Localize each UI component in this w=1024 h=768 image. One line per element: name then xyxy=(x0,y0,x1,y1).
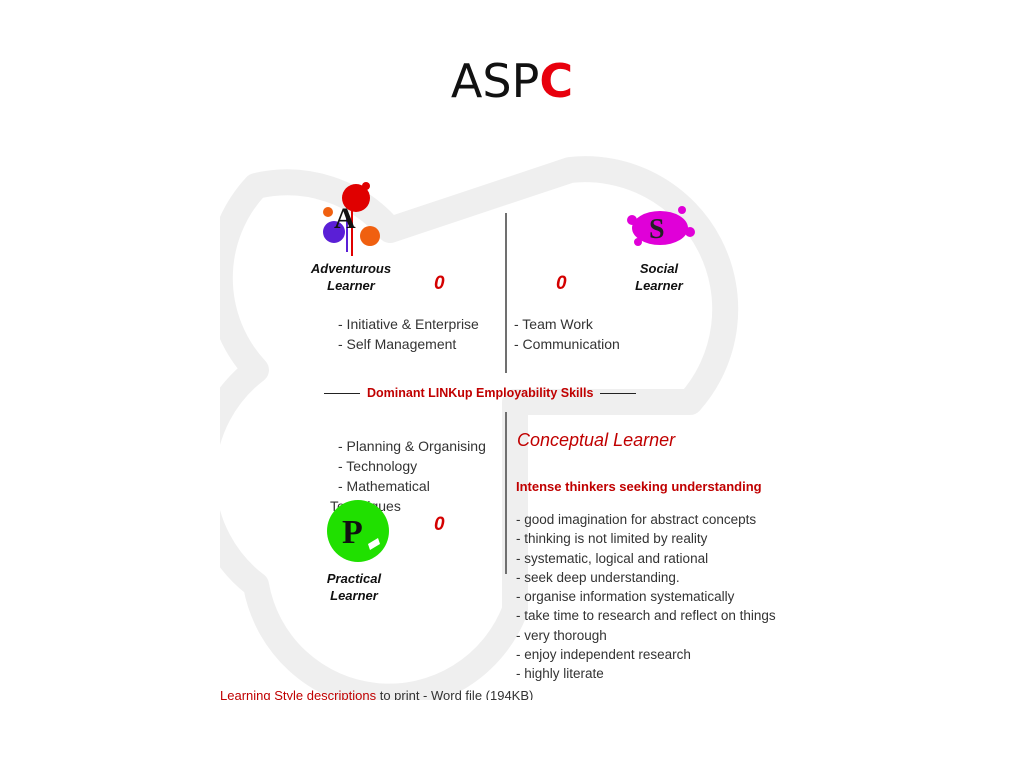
vertical-divider-bottom xyxy=(505,412,507,574)
trait-item: - highly literate xyxy=(516,666,604,682)
social-splat-icon: S xyxy=(627,206,695,246)
footer-download-text: to print - Word file (194KB) xyxy=(376,688,534,700)
social-skills: - Team Work - Communication xyxy=(514,314,620,354)
trait-item: - organise information systematically xyxy=(516,589,735,605)
conceptual-traits-list: - good imagination for abstract concepts… xyxy=(516,510,776,684)
trait-item: - good imagination for abstract concepts xyxy=(516,512,757,527)
dominant-skills-header: Dominant LINKup Employability Skills xyxy=(324,383,637,403)
trait-item: - seek deep understanding. xyxy=(516,569,680,585)
trait-item: - enjoy independent research xyxy=(516,647,691,663)
trait-item: - take time to research and reflect on t… xyxy=(516,608,776,624)
skill-item: - Self Management xyxy=(338,336,457,352)
social-score: 0 xyxy=(556,273,567,294)
practical-circle-icon: P xyxy=(327,500,389,562)
dominant-skills-label: Dominant LINKup Employability Skills xyxy=(367,386,594,400)
practical-score: 0 xyxy=(434,514,445,535)
background-shape xyxy=(220,156,739,700)
skill-item: - Technology xyxy=(338,458,418,474)
trait-item: - very thorough xyxy=(516,627,607,643)
adventurous-skills: - Initiative & Enterprise - Self Managem… xyxy=(338,314,479,354)
adventurous-letter: A xyxy=(334,202,356,235)
learning-style-diagram: A Adventurous Learner 0 - Initiative & E… xyxy=(220,140,810,700)
social-letter: S xyxy=(649,214,665,245)
social-learner-label: Social Learner xyxy=(635,261,683,293)
conceptual-learner-subtitle: Intense thinkers seeking understanding xyxy=(516,479,762,494)
skill-item: - Mathematical xyxy=(338,478,430,494)
learning-style-descriptions-link[interactable]: Learning Style descriptions xyxy=(220,688,377,700)
skill-item: - Team Work xyxy=(514,316,593,332)
divider-line-left xyxy=(324,392,360,394)
slide-title-main: ASP xyxy=(450,54,540,108)
skill-item: - Planning & Organising xyxy=(338,438,486,454)
skill-item: - Initiative & Enterprise xyxy=(338,316,479,332)
footer-download-line: Learning Style descriptions to print - W… xyxy=(220,688,533,700)
slide-title-accent: C xyxy=(539,54,574,108)
practical-letter: P xyxy=(342,514,363,551)
adventurous-splat-icon: A xyxy=(323,182,380,256)
practical-learner-label: Practical Learner xyxy=(326,571,382,603)
skill-item: - Communication xyxy=(514,336,620,352)
trait-item: - thinking is not limited by reality xyxy=(516,531,708,547)
divider-line-right xyxy=(600,392,637,394)
vertical-divider-top xyxy=(505,213,507,373)
trait-item: - systematic, logical and rational xyxy=(516,550,709,566)
adventurous-learner-label: Adventurous Learner xyxy=(310,261,392,293)
slide-title: ASPC xyxy=(0,58,1024,104)
adventurous-score: 0 xyxy=(434,273,445,294)
conceptual-learner-title: Conceptual Learner xyxy=(517,430,676,450)
